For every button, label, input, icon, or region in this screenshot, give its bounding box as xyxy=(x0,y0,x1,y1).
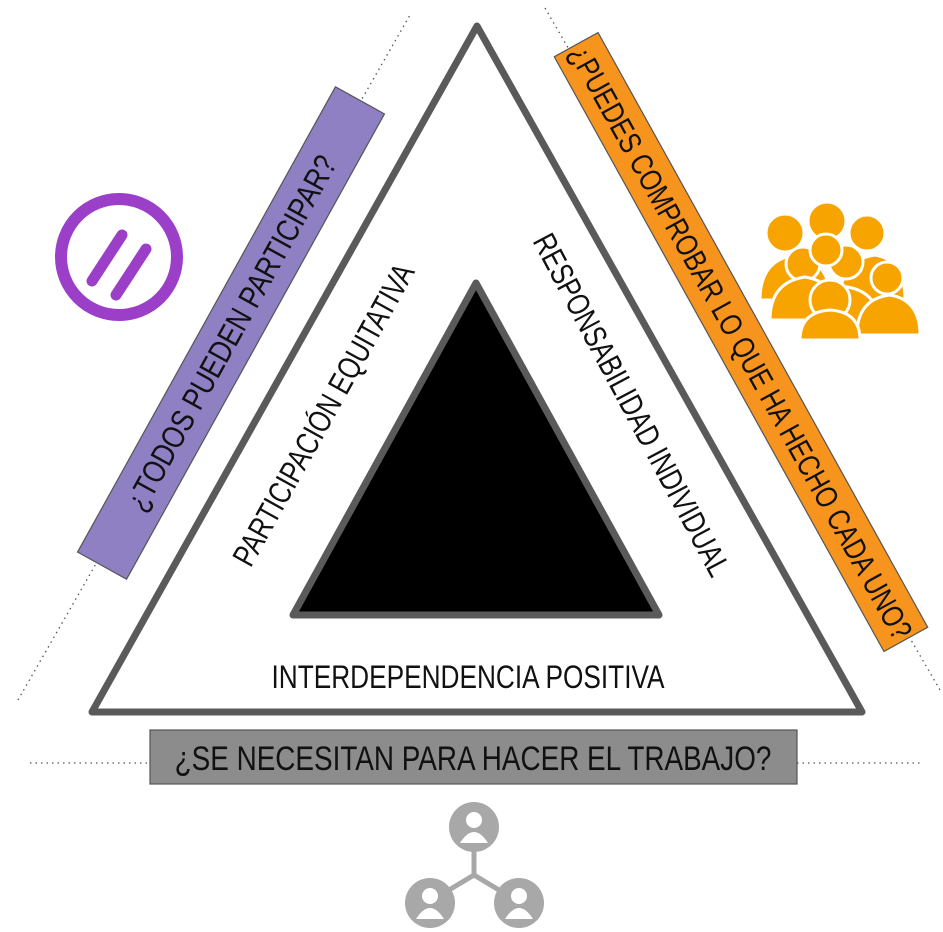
person-node-left xyxy=(405,878,455,928)
dotted-guides xyxy=(17,7,941,764)
person-node-top xyxy=(449,802,499,852)
person-node-right xyxy=(494,878,544,928)
banner-left-box xyxy=(76,85,386,581)
question-banner-bottom: ¿SE NECESITAN PARA HACER EL TRABAJO? xyxy=(149,729,798,785)
side-label-bottom: INTERDEPENDENCIA POSITIVA xyxy=(271,661,664,696)
inner-triangle xyxy=(289,279,663,619)
banner-bottom-box xyxy=(149,729,798,785)
equal-sign-icon xyxy=(55,193,183,321)
group-people-icon xyxy=(758,200,922,342)
banner-right-box xyxy=(553,31,929,653)
question-bottom: ¿SE NECESITAN PARA HACER EL TRABAJO? xyxy=(175,739,772,777)
people-network-icon xyxy=(405,802,544,928)
